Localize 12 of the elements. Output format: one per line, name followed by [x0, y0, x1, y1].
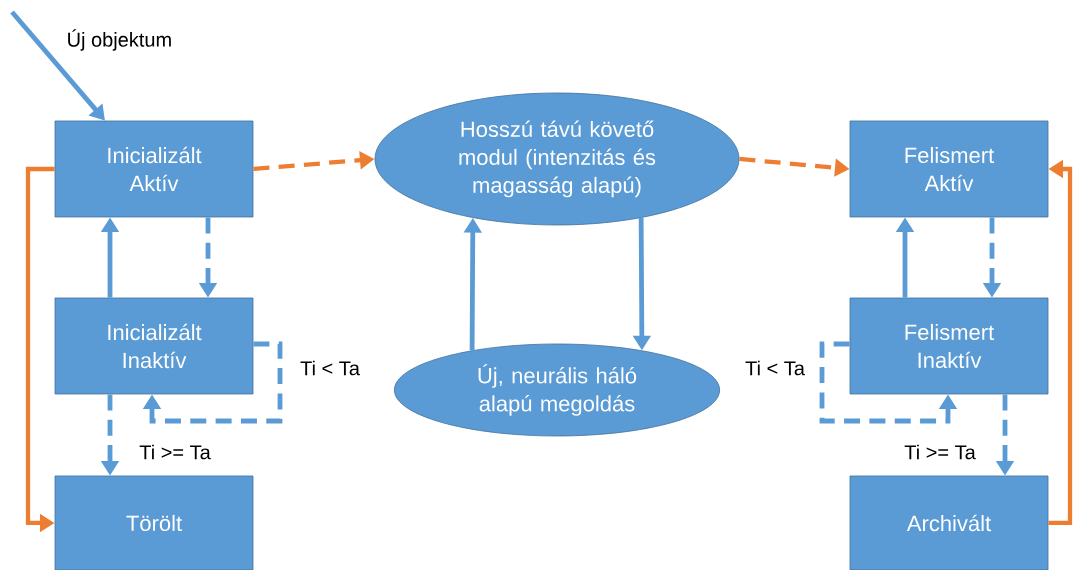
state-box: Archivált [849, 475, 1049, 570]
state-box: Inicializált Inaktív [54, 297, 254, 395]
state-box: Törölt [54, 475, 254, 570]
edge-label: Ti >= Ta [137, 443, 213, 461]
edge-label: Ti < Ta [743, 359, 807, 377]
state-box: Felismert Aktív [849, 120, 1049, 218]
edge-label: Ti < Ta [298, 359, 362, 377]
edge-label: Ti >= Ta [902, 443, 978, 461]
arrow [142, 341, 283, 424]
edge-label: Új objektum [65, 27, 174, 53]
state-box: Felismert Inaktív [849, 297, 1049, 395]
state-box: Inicializált Aktív [54, 120, 254, 218]
